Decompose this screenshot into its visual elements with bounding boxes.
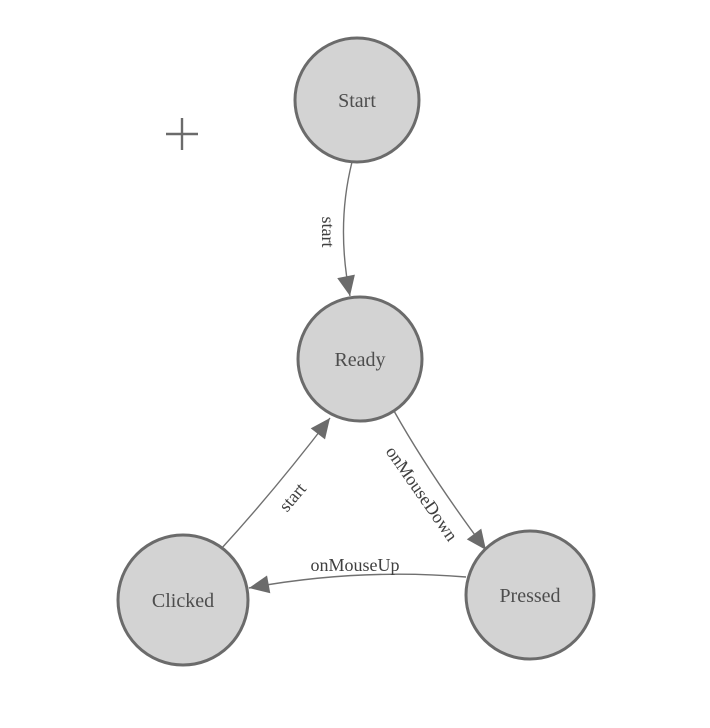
- transition-label-start-2: start: [275, 479, 310, 516]
- origin-crosshair-icon: [166, 118, 198, 150]
- transition-label-start-1: start: [318, 217, 338, 248]
- state-node-clicked[interactable]: Clicked: [116, 533, 250, 667]
- transition-label-onmouseup: onMouseUp: [311, 555, 400, 575]
- transition-edge-clicked-to-ready[interactable]: start: [220, 417, 331, 550]
- transition-edge-pressed-to-clicked[interactable]: onMouseUp: [248, 555, 467, 594]
- transition-edge-start-to-ready[interactable]: start: [318, 161, 355, 297]
- state-node-start[interactable]: Start: [293, 36, 421, 164]
- state-node-pressed[interactable]: Pressed: [464, 529, 596, 661]
- state-node-ready[interactable]: Ready: [296, 295, 424, 423]
- transition-edge-ready-to-pressed[interactable]: onMouseDown: [382, 410, 487, 551]
